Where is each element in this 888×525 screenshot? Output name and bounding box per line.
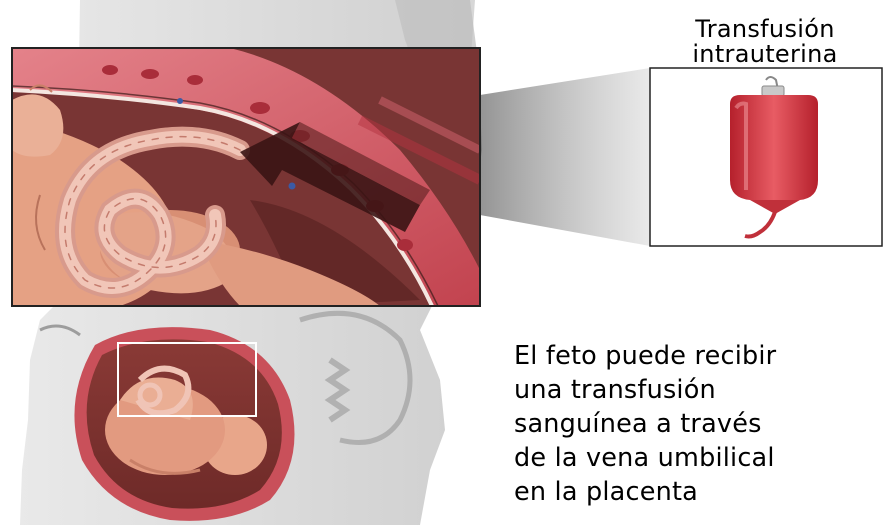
transfusion-inset bbox=[650, 68, 882, 246]
caption-line: de la vena umbilical bbox=[514, 441, 884, 475]
caption-line: El feto puede recibir bbox=[514, 339, 884, 373]
caption-line: una transfusión bbox=[514, 373, 884, 407]
detail-panel bbox=[12, 48, 480, 306]
caption-line: sanguínea a través bbox=[514, 407, 884, 441]
caption-line: en la placenta bbox=[514, 475, 884, 509]
inset-title-line2: intrauterina bbox=[650, 42, 880, 66]
callout-beam bbox=[480, 68, 650, 246]
caption: El feto puede recibir una transfusión sa… bbox=[514, 339, 884, 509]
inset-title-line1: Transfusión bbox=[650, 17, 880, 41]
